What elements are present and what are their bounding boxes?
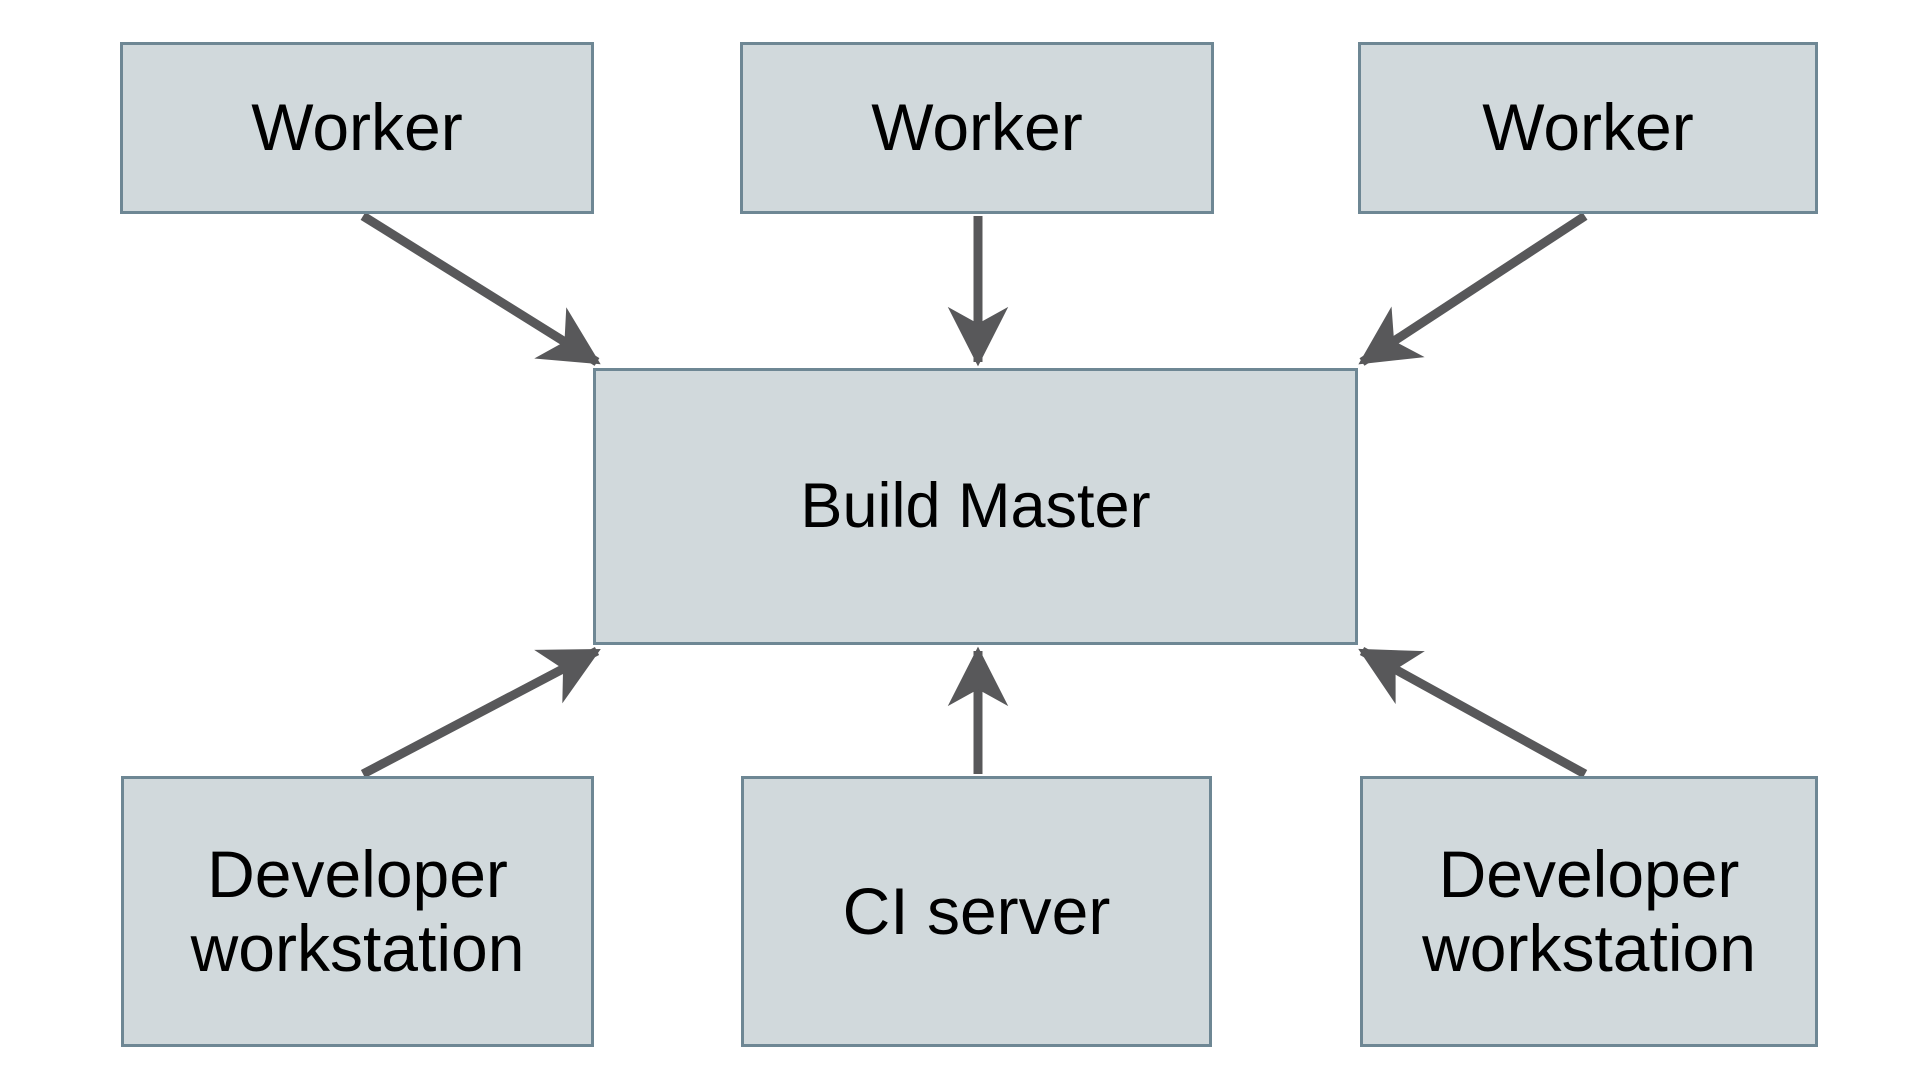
node-worker-mid[interactable]: Worker [740,42,1214,214]
node-worker-right[interactable]: Worker [1358,42,1818,214]
node-worker-right-label: Worker [1482,90,1694,165]
node-ci-server[interactable]: CI server [741,776,1212,1047]
node-developer-workstation-left-label: Developer workstation [190,836,525,985]
node-worker-mid-label: Worker [871,90,1083,165]
edge-dev-right-to-build-master [1358,647,1588,778]
node-worker-left-label: Worker [251,90,463,165]
node-developer-workstation-right-label: Developer workstation [1422,836,1756,985]
node-ci-server-label: CI server [842,873,1111,948]
node-developer-workstation-left[interactable]: Developer workstation [121,776,594,1047]
node-build-master[interactable]: Build Master [593,368,1358,645]
edge-dev-left-to-build-master [360,647,601,778]
edge-worker-left-to-build-master [360,212,601,366]
edge-worker-right-to-build-master [1358,212,1588,366]
node-build-master-label: Build Master [800,471,1151,542]
node-developer-workstation-right[interactable]: Developer workstation [1360,776,1818,1047]
node-worker-left[interactable]: Worker [120,42,594,214]
